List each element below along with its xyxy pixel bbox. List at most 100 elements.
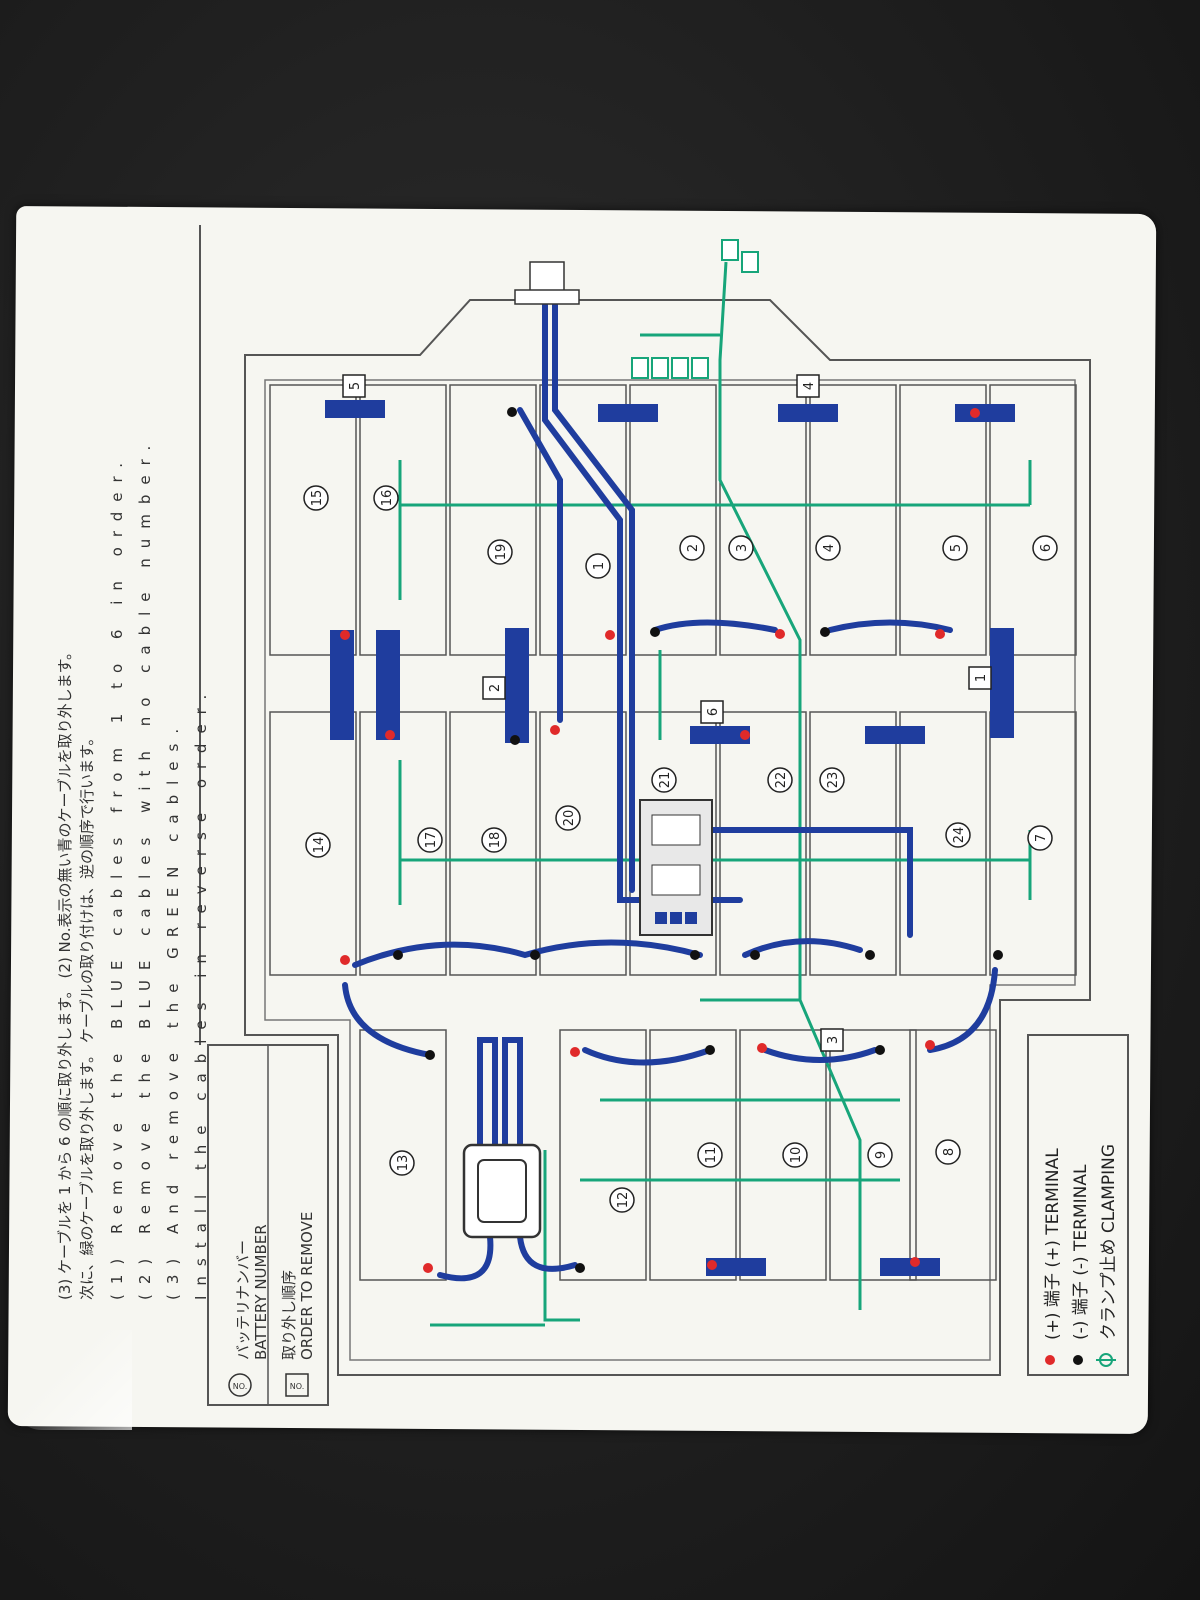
central-junction-block	[639, 799, 713, 936]
battery-number-13: 13	[396, 1155, 411, 1172]
battery-number-circle-8	[935, 1139, 961, 1165]
order-number-3: 3	[826, 1036, 841, 1044]
battery-number-4: 4	[822, 544, 837, 552]
battery-number-circle-1	[585, 553, 611, 579]
label-fold-glare	[12, 1330, 132, 1430]
battery-cell	[909, 1029, 997, 1281]
battery-cell	[829, 1029, 917, 1281]
minus-terminal-icon	[1073, 1355, 1083, 1365]
instruction-jp-line2: 次に、緑のケーブルを取り外します。 ケーブルの取り付けは、逆の順序で行います。	[78, 730, 96, 1300]
battery-cell	[899, 384, 987, 656]
battery-number-circle-21	[651, 767, 677, 793]
plus-terminal	[775, 629, 785, 639]
order-number-2: 2	[488, 684, 503, 692]
minus-terminal-label: (-) 端子 (-) TERMINAL	[1071, 1164, 1091, 1340]
blue-cable	[552, 302, 635, 893]
minus-terminal	[507, 407, 517, 417]
battery-number-19: 19	[494, 544, 509, 561]
green-cables	[398, 239, 1032, 1327]
order-number-1: 1	[974, 674, 989, 682]
blue-cable	[352, 939, 703, 968]
battery-cell	[539, 711, 627, 976]
battery-cell	[269, 384, 357, 656]
battery-number-circle-22	[767, 767, 793, 793]
battery-number-circle-10	[782, 1142, 808, 1168]
battery-number-circle-19	[487, 539, 513, 565]
order-marker-text: NO.	[290, 1382, 305, 1391]
battery-cell	[719, 384, 807, 656]
plus-terminal	[423, 1263, 433, 1273]
legend-left: NO. NO. バッテリナンバー BATTERY NUMBER 取り外し順序 O…	[207, 1044, 329, 1406]
plus-terminal	[385, 730, 395, 740]
battery-cell	[449, 711, 537, 976]
instructions-panel: (3) ケーブルを 1 から 6 の順に取り外します。 (2) No.表示の無い…	[56, 225, 210, 1300]
battery-number-en: BATTERY NUMBER	[252, 1224, 270, 1360]
battery-number-circle-6	[1032, 535, 1058, 561]
minus-terminal	[690, 950, 700, 960]
plus-terminal	[570, 1047, 580, 1057]
battery-number-15: 15	[310, 490, 325, 507]
battery-number-circle-14	[305, 832, 331, 858]
order-jp: 取り外し順序	[280, 1270, 298, 1360]
battery-number-jp: バッテリナンバー	[234, 1240, 252, 1360]
minus-terminal	[393, 950, 403, 960]
blue-short-strap	[706, 1258, 766, 1276]
battery-number-18: 18	[488, 832, 503, 849]
blue-strap	[505, 628, 529, 743]
blue-short-strap	[325, 400, 385, 418]
instruction-en-line4: Install the cables in reverse order.	[192, 685, 210, 1300]
blue-cable	[827, 619, 953, 633]
battery-cell	[269, 711, 357, 976]
order-box-4	[796, 374, 820, 398]
blue-cable	[517, 1234, 578, 1272]
minus-terminal	[993, 950, 1003, 960]
minus-terminal	[820, 627, 830, 637]
battery-number-circle-3	[728, 535, 754, 561]
blue-cable	[517, 407, 563, 723]
plus-terminal	[970, 408, 980, 418]
battery-number-7: 7	[1034, 834, 1049, 842]
battery-number-circle-18	[481, 827, 507, 853]
blue-cable	[502, 1037, 523, 1148]
plus-terminal	[910, 1257, 920, 1267]
blue-cables	[325, 302, 1015, 1282]
plus-terminal	[935, 629, 945, 639]
order-box-3	[820, 1028, 844, 1052]
minus-terminal	[650, 627, 660, 637]
battery-number-20: 20	[562, 810, 577, 827]
plus-terminal	[340, 630, 350, 640]
battery-number-marker-icon	[228, 1373, 252, 1397]
order-number-4: 4	[802, 382, 817, 390]
green-connector	[741, 251, 759, 273]
battery-number-9: 9	[874, 1151, 889, 1159]
battery-number-circle-4	[815, 535, 841, 561]
legend-right: (+) 端子 (+) TERMINAL (-) 端子 (-) TERMINAL …	[1027, 1034, 1129, 1376]
green-cable	[543, 1150, 580, 1322]
instruction-en-line2: (2) Remove the BLUE cables with no cable…	[136, 436, 154, 1300]
battery-number-circle-23	[819, 767, 845, 793]
blue-cable	[927, 967, 998, 1053]
blue-cable	[342, 982, 433, 1058]
blue-cable	[762, 1047, 878, 1063]
battery-number-marker-text: NO.	[233, 1382, 248, 1391]
battery-number-8: 8	[942, 1148, 957, 1156]
battery-number-3: 3	[735, 544, 750, 552]
battery-number-circle-17	[417, 827, 443, 853]
blue-cable	[437, 1234, 494, 1282]
battery-number-1: 1	[592, 562, 607, 570]
blue-cable	[742, 938, 863, 958]
battery-cell	[989, 711, 1077, 976]
order-number-6: 6	[706, 708, 721, 716]
battery-number-17: 17	[424, 832, 439, 849]
battery-number-14: 14	[312, 837, 327, 854]
order-box-5	[342, 374, 366, 398]
minus-terminal	[750, 950, 760, 960]
blue-strap	[330, 630, 354, 740]
order-box-2	[482, 676, 506, 700]
instruction-jp-line1: (3) ケーブルを 1 から 6 の順に取り外します。 (2) No.表示の無い…	[56, 645, 74, 1300]
blue-short-strap	[690, 726, 750, 744]
battery-number-21: 21	[658, 772, 673, 789]
minus-terminal	[530, 950, 540, 960]
